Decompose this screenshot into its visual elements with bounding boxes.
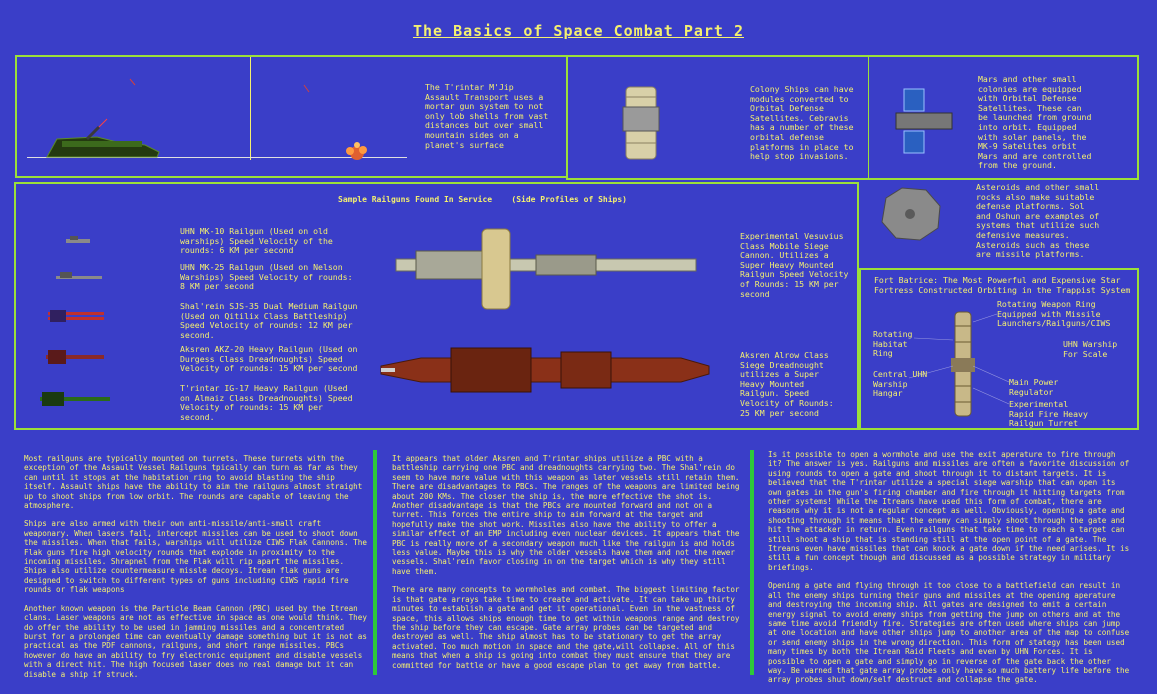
column-3-paragraph: Opening a gate and flying through it too… [768,581,1130,685]
text-column-1: Most railguns are typically mounted on t… [24,454,368,688]
assault-transport-illustration [46,78,367,160]
assault-description: The T'rintar M'Jip Assault Transport use… [425,82,549,150]
fortress-heading: Fort Batrice: The Most Powerful and Expe… [874,275,1131,295]
satellite-panel: Colony Ships can have modules converted … [566,55,1139,180]
mars-defense-satellite [895,88,953,154]
mars-description: Mars and other small colonies are equipp… [978,74,1092,171]
colony-defense-satellite [622,86,660,160]
railgun-ig17-label: T'rintar IG-17 Heavy Railgun (Used on Al… [180,383,353,422]
colony-description: Colony Ships can have modules converted … [750,84,854,162]
railgun-mk10-icon [66,236,90,243]
railgun-mk25-icon [56,272,102,279]
railgun-sjs35-label: Shal'rein SJS-35 Dual Medium Railgun (Us… [180,301,358,340]
column-1-paragraph: Another known weapon is the Particle Bea… [24,603,367,679]
railgun-akz20-label: Aksren AKZ-20 Heavy Railgun (Used on Dur… [180,344,358,374]
railguns-heading: Sample Railguns Found In Service (Side P… [338,195,627,204]
fortress-hangar: Central UHN Warship Hangar [873,369,928,399]
fortress-power-regulator: Main Power Regulator [1009,377,1059,397]
fortress-scale: UHN Warship For Scale [1063,339,1118,359]
alrow-siege-dreadnought [380,347,710,393]
assault-panel: The T'rintar M'Jip Assault Transport use… [15,55,568,178]
column-divider [750,450,754,675]
text-column-2: It appears that older Aksren and T'rinta… [392,454,742,679]
panel-divider [250,57,251,160]
railgun-mk10-label: UHN MK-10 Railgun (Used on old warships)… [180,226,333,256]
railguns-panel: Sample Railguns Found In Service (Side P… [14,182,859,430]
column-2-paragraph: There are many concepts to wormholes and… [392,585,740,670]
ground-line [27,157,407,158]
asteroid-platform [881,187,941,241]
mars-divider [868,57,869,180]
vesuvius-siege-cannon [395,228,697,310]
column-3-paragraph: Is it possible to open a wormhole and us… [768,450,1130,572]
railgun-akz20-icon [46,350,104,364]
vesuvius-description: Experimental Vesuvius Class Mobile Siege… [740,231,849,299]
text-column-3: Is it possible to open a wormhole and us… [768,450,1132,694]
asteroid-description: Asteroids and other small rocks also mak… [976,182,1100,260]
page-title: The Basics of Space Combat Part 2 [412,22,744,40]
fortress-weapon-ring: Rotating Weapon Ring Equipped with Missi… [997,299,1111,329]
railgun-sjs35-icon [48,310,104,322]
fortress-panel: Fort Batrice: The Most Powerful and Expe… [859,268,1139,430]
column-2-paragraph: It appears that older Aksren and T'rinta… [392,454,740,576]
fortress-turret: Experimental Rapid Fire Heavy Railgun Tu… [1009,399,1088,429]
alrow-description: Aksren Alrow Class Siege Dreadnought uti… [740,350,834,418]
fortress-illustration [951,311,975,417]
railgun-mk25-label: UHN MK-25 Railgun (Used on Nelson Warshi… [180,262,353,292]
fortress-leader-lines [908,313,1010,405]
fortress-habitat-ring: Rotating Habitat Ring [873,329,913,359]
column-divider [373,450,377,675]
railgun-ig17-icon [40,392,110,406]
column-1-paragraph: Ships are also armed with their own anti… [24,519,367,595]
column-1-paragraph: Most railguns are typically mounted on t… [24,454,363,511]
